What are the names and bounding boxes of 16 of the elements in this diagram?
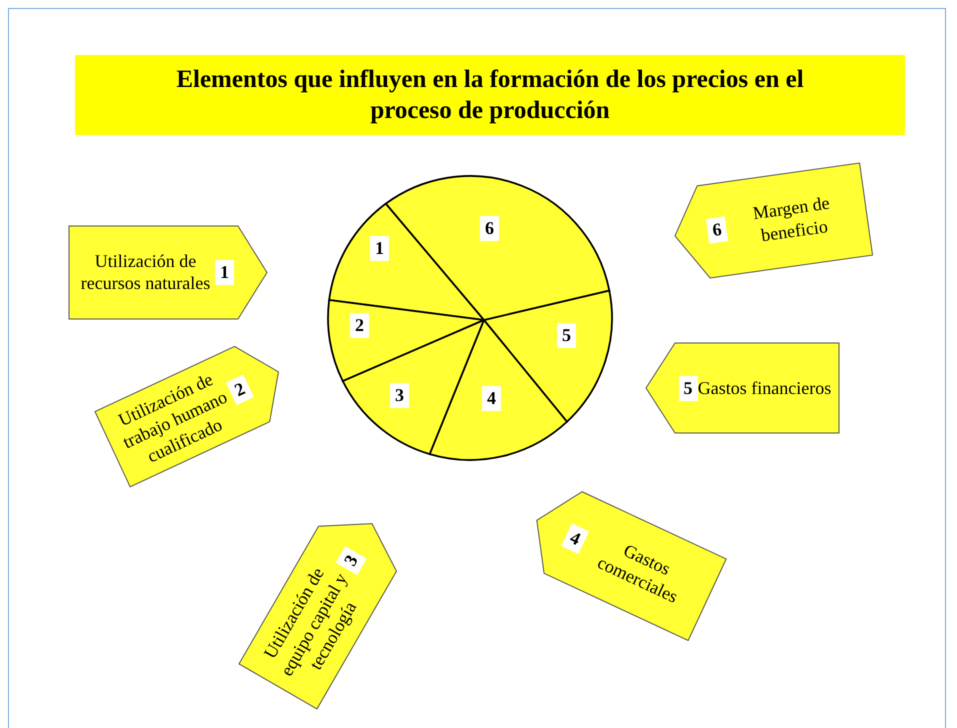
number-label: 5 (678, 376, 698, 400)
number-label: 1 (215, 260, 234, 284)
tag-label: Gastos financieros (698, 376, 832, 400)
number-label: 3 (390, 383, 409, 408)
number-label: 5 (557, 323, 576, 348)
tag-label: Margen de beneficio (750, 191, 832, 246)
tag-label: Utilización de recursos naturales (80, 250, 212, 294)
title-banner: Elementos que influyen en la formación de los precios en el proceso de producción (75, 55, 905, 135)
tag-shape (644, 342, 840, 434)
tag-shape (68, 224, 268, 320)
pie-slice (483, 290, 613, 423)
number-label: 6 (480, 216, 499, 241)
number-label: 1 (370, 236, 389, 261)
number-label: 4 (482, 386, 501, 411)
pie-slice (342, 319, 485, 456)
number-label: 2 (350, 313, 369, 338)
